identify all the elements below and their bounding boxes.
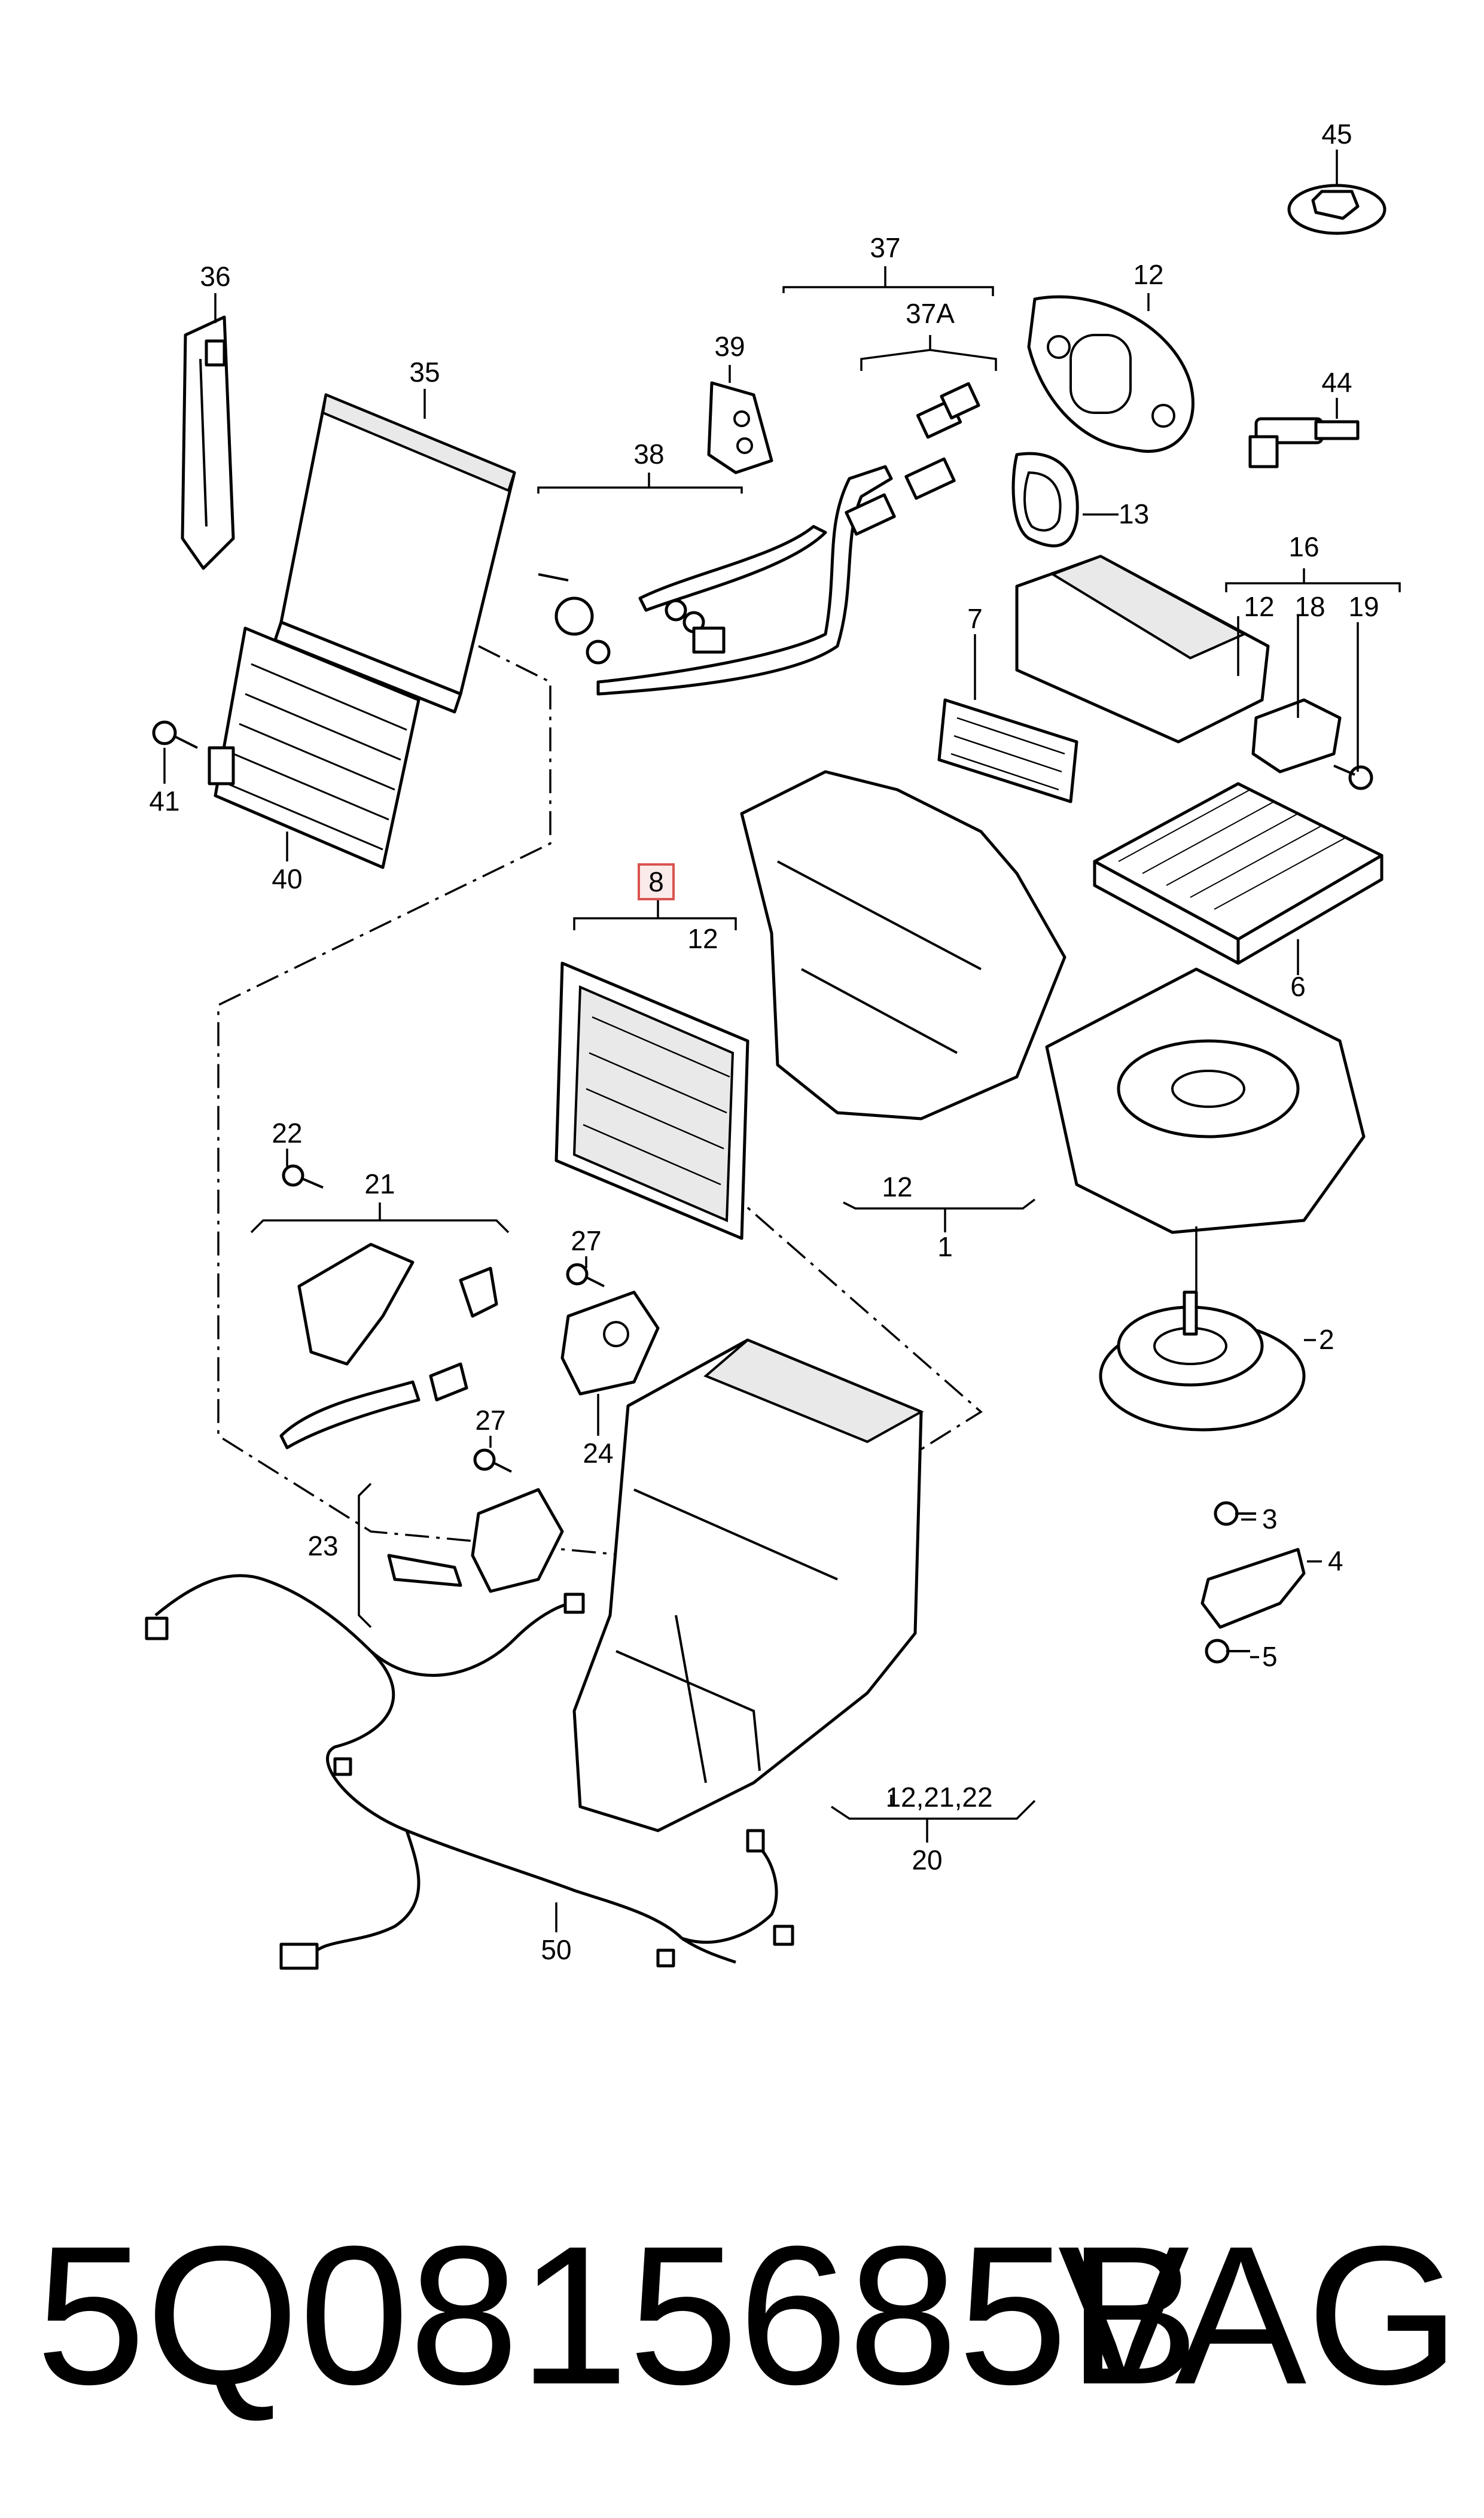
- callout-labels: 45 44 36 35 39 37 37A 12 13 38 16 12 18 …: [149, 118, 1379, 1965]
- callout-37: 37: [870, 232, 900, 263]
- callout-8-sub: 12: [687, 923, 718, 954]
- servo-motor-part: [560, 1290, 660, 1396]
- grille-insert-part: [937, 698, 1078, 803]
- callout-3: 3: [1262, 1503, 1278, 1534]
- assembly-guide-line: [217, 645, 629, 1557]
- blower-housing-part: [1045, 967, 1366, 1234]
- screw-part: [1333, 765, 1373, 790]
- leader-lines: [163, 150, 1401, 1932]
- callout-2: 2: [1319, 1324, 1334, 1355]
- callout-41: 41: [149, 785, 179, 817]
- screw-part: [152, 720, 198, 749]
- screw-part: [282, 1164, 324, 1189]
- servo-actuator-part: [387, 1488, 564, 1593]
- lower-housing-part: [572, 1338, 924, 1832]
- callout-16-12: 12: [1244, 591, 1274, 622]
- air-filter-part: [554, 961, 749, 1240]
- callout-13: 13: [1119, 498, 1149, 529]
- callout-16: 16: [1288, 531, 1319, 562]
- callout-36: 36: [200, 261, 230, 292]
- callout-38: 38: [633, 439, 664, 470]
- callout-40: 40: [272, 863, 302, 894]
- flange-gasket-part: [1027, 295, 1194, 453]
- evaporator-part: [273, 393, 516, 714]
- callout-39: 39: [714, 331, 745, 362]
- air-guide-housing-part: [1015, 555, 1270, 744]
- exploded-parts-diagram: 45 44 36 35 39 37 37A 12 13 38 16 12 18 …: [145, 118, 1401, 1970]
- screw-part: [473, 1263, 605, 1473]
- part-number-text: 5Q0815685B: [36, 2205, 1200, 2425]
- callout-50: 50: [541, 1934, 571, 1965]
- callout-20-sub: 12,21,22: [885, 1782, 992, 1813]
- brand-text: VAG: [1058, 2205, 1460, 2425]
- callout-27-b: 27: [475, 1405, 505, 1436]
- callout-8: 8: [648, 866, 664, 897]
- callout-12-mid: 12: [882, 1171, 912, 1202]
- callout-45: 45: [1321, 118, 1352, 150]
- valve-block-part: [707, 381, 773, 474]
- seal-ring-set-part: [538, 573, 726, 665]
- callout-6: 6: [1290, 971, 1306, 1002]
- callout-12-top: 12: [1133, 259, 1163, 290]
- callout-21: 21: [364, 1168, 395, 1199]
- callout-24: 24: [583, 1438, 613, 1469]
- stud-bolt-part: [1248, 417, 1360, 468]
- callout-35: 35: [409, 357, 440, 388]
- flap-linkage-part: [279, 1243, 498, 1450]
- seal-frame-part: [1011, 452, 1079, 547]
- callout-20: 20: [912, 1844, 942, 1875]
- callout-7: 7: [967, 603, 983, 634]
- heater-core-part: [208, 626, 420, 869]
- cover-cap-part: [1200, 1548, 1306, 1629]
- callout-22: 22: [272, 1118, 302, 1149]
- flange-nut-part: [1287, 184, 1387, 235]
- upper-housing-part: [740, 770, 1066, 1121]
- callout-8-highlight: 8: [638, 863, 675, 900]
- side-bracket-part: [181, 315, 235, 570]
- blower-fan-part: [1099, 1290, 1306, 1432]
- screw-part: [1214, 1501, 1256, 1526]
- callout-27-a: 27: [571, 1225, 601, 1256]
- dust-pollen-filter-part: [1093, 782, 1384, 965]
- callout-23: 23: [307, 1530, 338, 1561]
- callout-19: 19: [1348, 591, 1379, 622]
- callout-37a: 37A: [906, 298, 955, 329]
- footer: 5Q0815685B VAG: [0, 2190, 1484, 2441]
- callout-1: 1: [937, 1231, 953, 1262]
- callout-4: 4: [1328, 1545, 1343, 1576]
- callout-5: 5: [1262, 1641, 1278, 1672]
- screw-part: [1205, 1639, 1250, 1664]
- wiring-harness-part: [145, 1574, 794, 1970]
- callout-18: 18: [1294, 591, 1325, 622]
- callout-44: 44: [1321, 367, 1352, 398]
- mounting-bracket-part: [1251, 698, 1342, 774]
- refrigerant-line-part: [596, 382, 980, 696]
